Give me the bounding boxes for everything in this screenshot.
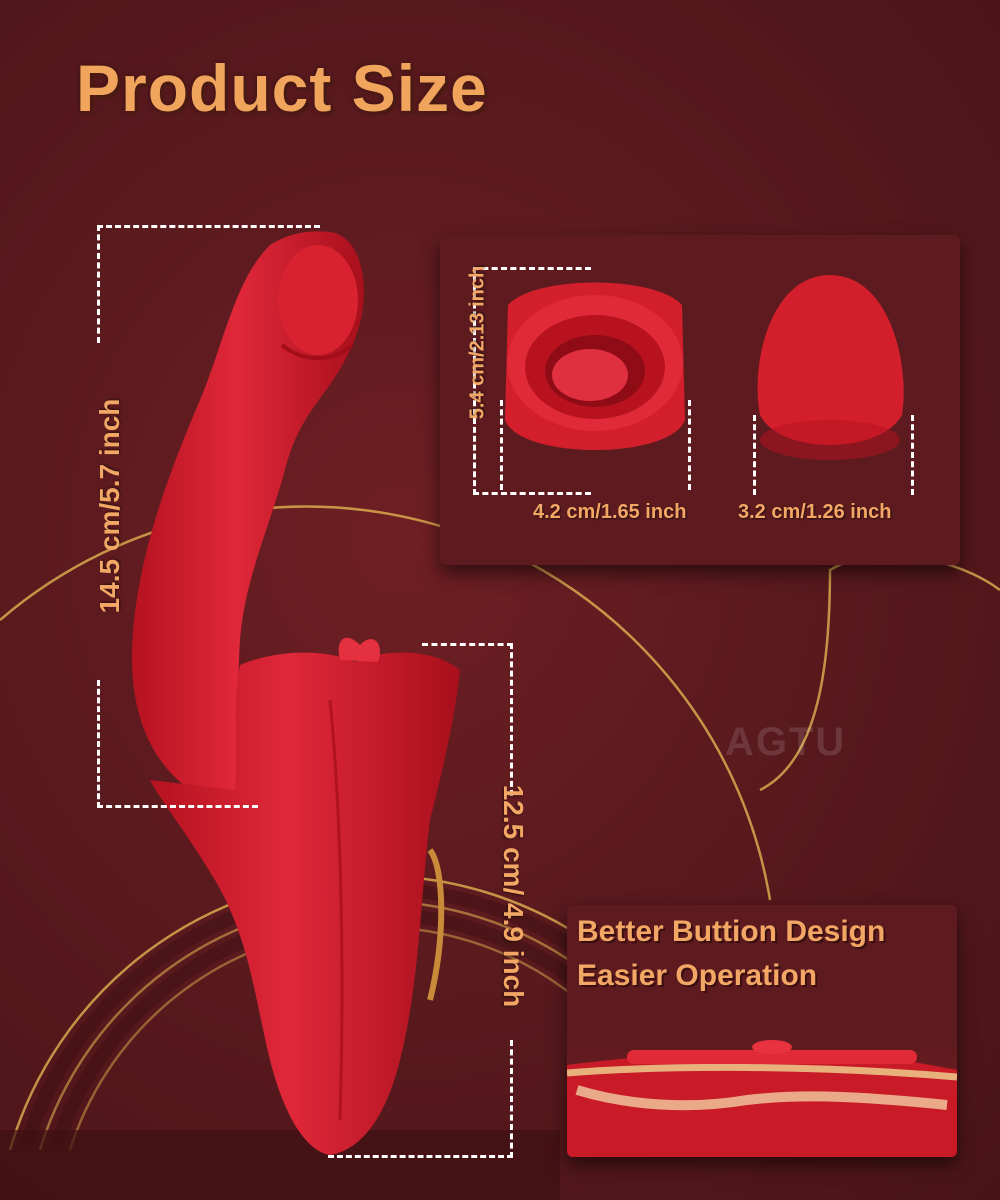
button-closeup-illustration bbox=[567, 1040, 957, 1157]
cup-height-label: 5.4 cm/2.13 inch bbox=[466, 265, 489, 420]
page-title: Product Size bbox=[76, 51, 488, 125]
rose-length-bracket-bottom bbox=[328, 1040, 513, 1158]
attachment-illustration bbox=[505, 275, 904, 460]
main-length-bracket-top bbox=[97, 225, 320, 343]
brand-watermark: AGTU bbox=[725, 720, 847, 764]
button-design-panel: Better Buttion Design Easier Operation bbox=[567, 905, 957, 1157]
cup-height-bracket bbox=[473, 267, 591, 495]
feature-line-2: Easier Operation bbox=[577, 959, 818, 992]
main-length-bracket-bottom bbox=[97, 680, 258, 808]
rose-length-bracket-top bbox=[422, 643, 513, 796]
feature-line-1: Better Buttion Design bbox=[577, 915, 886, 948]
rose-length-label: 12.5 cm/ 4.9 inch bbox=[498, 784, 529, 1008]
tip-width-bracket bbox=[753, 415, 914, 495]
main-length-label: 14.5 cm/5.7 inch bbox=[94, 398, 125, 614]
cup-width-label: 4.2 cm/1.65 inch bbox=[533, 501, 687, 523]
attachment-size-panel: 5.4 cm/2.13 inch 4.2 cm/1.65 inch 3.2 cm… bbox=[440, 235, 960, 565]
tip-width-label: 3.2 cm/1.26 inch bbox=[738, 501, 892, 523]
cup-width-bracket bbox=[500, 400, 691, 490]
